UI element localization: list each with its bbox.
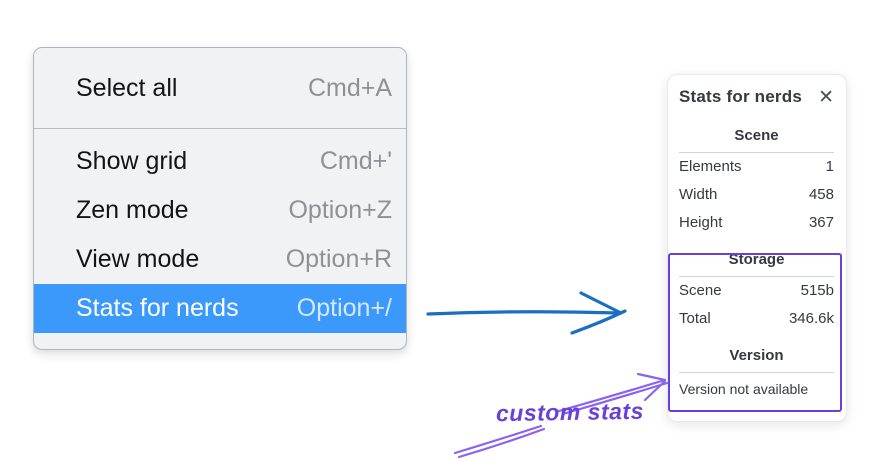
- menu-item-stats-for-nerds[interactable]: Stats for nerds Option+/: [34, 284, 406, 333]
- version-note: Version not available: [679, 381, 809, 397]
- stats-panel-title: Stats for nerds: [679, 87, 802, 106]
- menu-item-show-grid[interactable]: Show grid Cmd+': [34, 137, 406, 186]
- menu-item-zen-mode[interactable]: Zen mode Option+Z: [34, 186, 406, 235]
- menu-item-label: View mode: [76, 245, 200, 273]
- stat-row-width: Width 458: [679, 181, 834, 209]
- stat-value: 367: [808, 214, 834, 231]
- menu-divider: [34, 128, 406, 129]
- stat-label: Width: [679, 186, 718, 203]
- context-menu-group-top: Select all Cmd+A: [34, 48, 406, 128]
- context-menu-group-bottom: Show grid Cmd+' Zen mode Option+Z View m…: [34, 129, 406, 349]
- stat-row-total-storage: Total 346.6k: [679, 305, 834, 333]
- stats-section-version: Version Version not available: [679, 347, 834, 403]
- menu-item-label: Select all: [76, 73, 178, 102]
- stat-label: Total: [679, 310, 711, 327]
- stat-label: Height: [679, 214, 723, 231]
- menu-item-shortcut: Cmd+A: [307, 73, 392, 102]
- custom-stats-annotation: custom stats: [495, 397, 645, 427]
- menu-item-shortcut: Option+Z: [288, 196, 392, 224]
- menu-item-select-all[interactable]: Select all Cmd+A: [34, 62, 406, 114]
- section-divider: [679, 276, 834, 277]
- section-divider: [679, 152, 834, 153]
- menu-item-shortcut: Cmd+': [319, 147, 392, 175]
- menu-item-label: Show grid: [76, 147, 188, 175]
- stat-row-elements: Elements 1: [679, 153, 834, 181]
- stats-section-storage: Storage Scene 515b Total 346.6k: [679, 251, 834, 333]
- menu-item-label: Stats for nerds: [76, 294, 239, 322]
- stats-panel: Stats for nerds ✕ Scene Elements 1 Width…: [667, 74, 847, 422]
- section-divider: [679, 372, 834, 373]
- section-heading: Storage: [728, 251, 785, 268]
- stats-section-scene: Scene Elements 1 Width 458 Height 367: [679, 127, 834, 237]
- close-icon[interactable]: ✕: [818, 86, 834, 108]
- section-heading: Scene: [734, 127, 779, 144]
- stat-value: 1: [825, 158, 834, 175]
- blue-arrow: [426, 291, 627, 335]
- stat-value: 458: [808, 186, 834, 203]
- stat-value: 346.6k: [788, 310, 834, 327]
- menu-item-view-mode[interactable]: View mode Option+R: [34, 235, 406, 284]
- menu-item-shortcut: Option+R: [285, 245, 392, 273]
- stats-panel-header: Stats for nerds ✕: [679, 87, 834, 107]
- section-heading: Version: [729, 347, 784, 364]
- stat-row-scene-storage: Scene 515b: [679, 277, 834, 305]
- stat-label: Elements: [679, 158, 742, 175]
- menu-item-label: Zen mode: [76, 196, 189, 224]
- stat-value: 515b: [800, 282, 834, 299]
- stat-row-height: Height 367: [679, 209, 834, 237]
- menu-item-shortcut: Option+/: [296, 294, 392, 322]
- stat-label: Scene: [679, 282, 722, 299]
- context-menu: Select all Cmd+A Show grid Cmd+' Zen mod…: [33, 47, 407, 350]
